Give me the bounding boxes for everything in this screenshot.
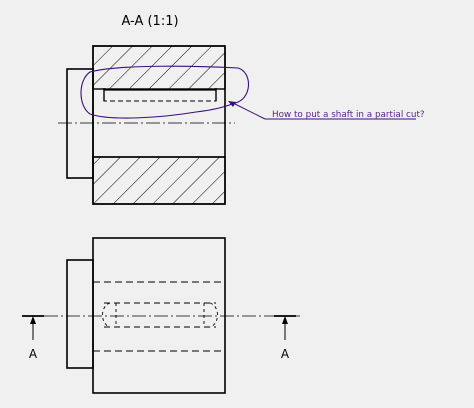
section-flange bbox=[66, 68, 94, 179]
section-view bbox=[58, 45, 416, 205]
front-view bbox=[22, 237, 300, 394]
section-marker-right-letter: A bbox=[281, 347, 290, 361]
annotation-arrowhead bbox=[228, 101, 236, 107]
section-marker-left-letter: A bbox=[29, 347, 38, 361]
section-marker-left-arrowhead bbox=[30, 316, 36, 324]
section-bottom-hatched-wall bbox=[92, 156, 226, 205]
annotation-text: How to put a shaft in a partial cut? bbox=[272, 110, 425, 120]
shaft-hidden-outline bbox=[103, 89, 217, 102]
hidden-shaft-left-end bbox=[102, 302, 111, 328]
front-body-outline bbox=[92, 237, 226, 394]
hidden-shaft-right-end bbox=[209, 302, 218, 328]
section-view-label: A-A (1:1) bbox=[121, 14, 178, 29]
section-marker-right-arrowhead bbox=[282, 316, 288, 324]
front-flange bbox=[66, 259, 94, 369]
annotation-leader bbox=[232, 102, 266, 120]
section-top-hatched-wall bbox=[92, 45, 226, 90]
highlight-cloud bbox=[80, 65, 250, 119]
